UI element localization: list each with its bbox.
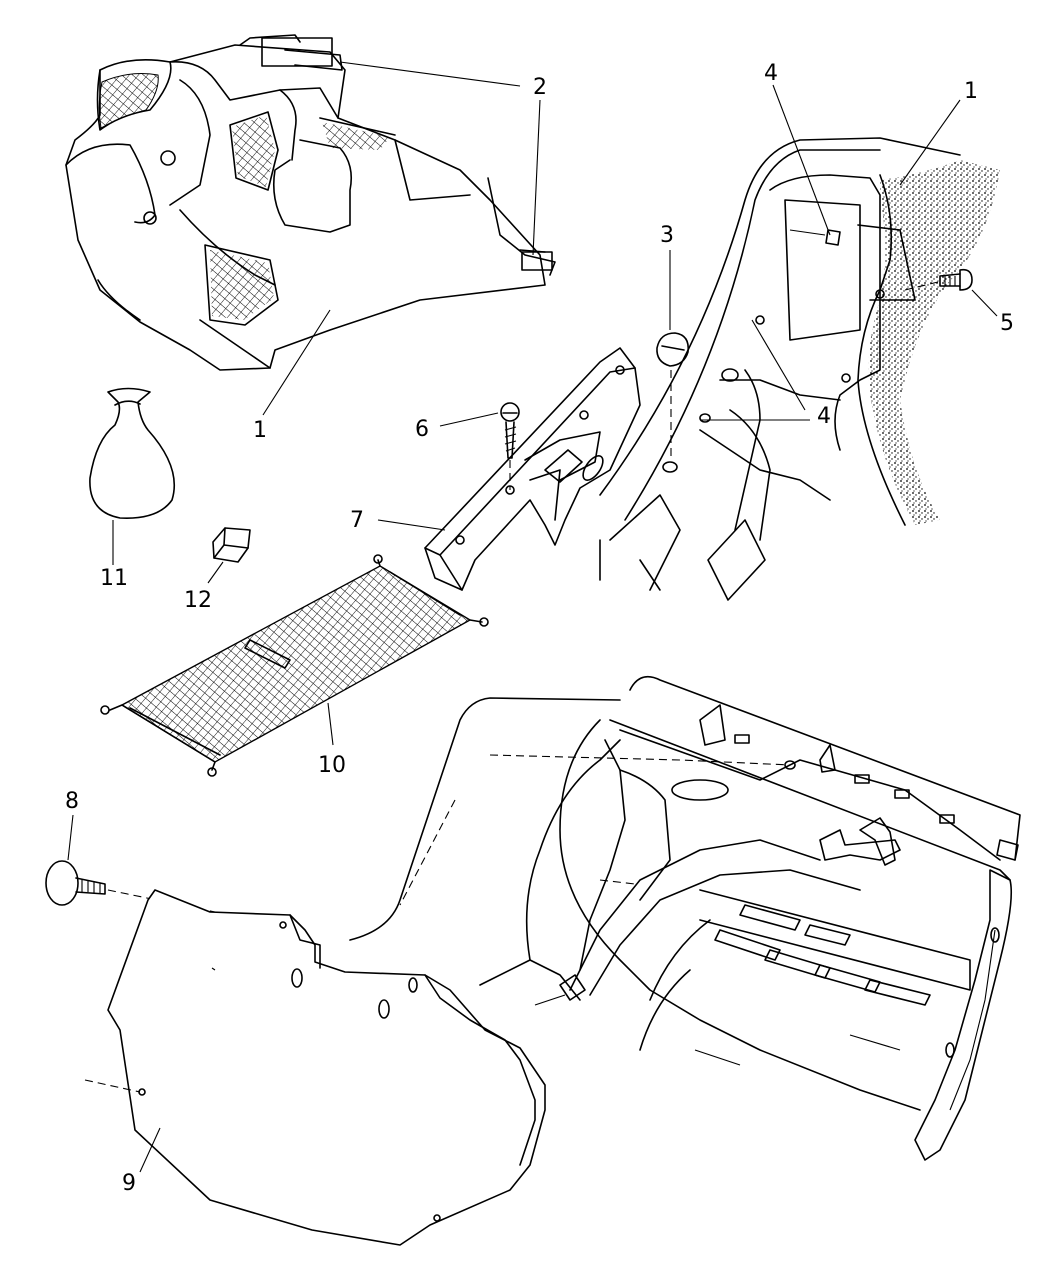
callout-labels: 1 1 2 3 4 4 5 6 7 8 9 10 11 12 — [65, 61, 1014, 1196]
cargo-net — [100, 554, 489, 777]
callout-2: 2 — [533, 75, 547, 100]
storage-bag — [89, 387, 176, 519]
quarter-panel-interior — [599, 137, 1000, 601]
callout-10: 10 — [318, 753, 346, 778]
trunk-floor-pan — [349, 675, 1021, 1161]
trunk-trim-panel-left — [65, 34, 556, 371]
callout-4-top: 4 — [764, 61, 778, 86]
screw-6 — [500, 402, 520, 490]
callout-1-left: 1 — [253, 418, 267, 443]
trunk-rear-trim-panel — [84, 889, 546, 1246]
callout-4-bottom: 4 — [817, 404, 831, 429]
callout-6: 6 — [415, 417, 429, 442]
callout-1-right: 1 — [964, 79, 978, 104]
callout-8: 8 — [65, 789, 79, 814]
callout-5: 5 — [1000, 311, 1014, 336]
callout-9: 9 — [122, 1171, 136, 1196]
callout-12: 12 — [184, 588, 212, 613]
plug-3 — [656, 332, 690, 460]
callout-3: 3 — [660, 223, 674, 248]
callout-7: 7 — [350, 508, 364, 533]
push-pin-5 — [904, 268, 973, 291]
leader-lines — [67, 61, 998, 1173]
sill-trim-panel — [424, 347, 641, 591]
callout-11: 11 — [100, 566, 128, 591]
trim-plug — [212, 527, 251, 563]
